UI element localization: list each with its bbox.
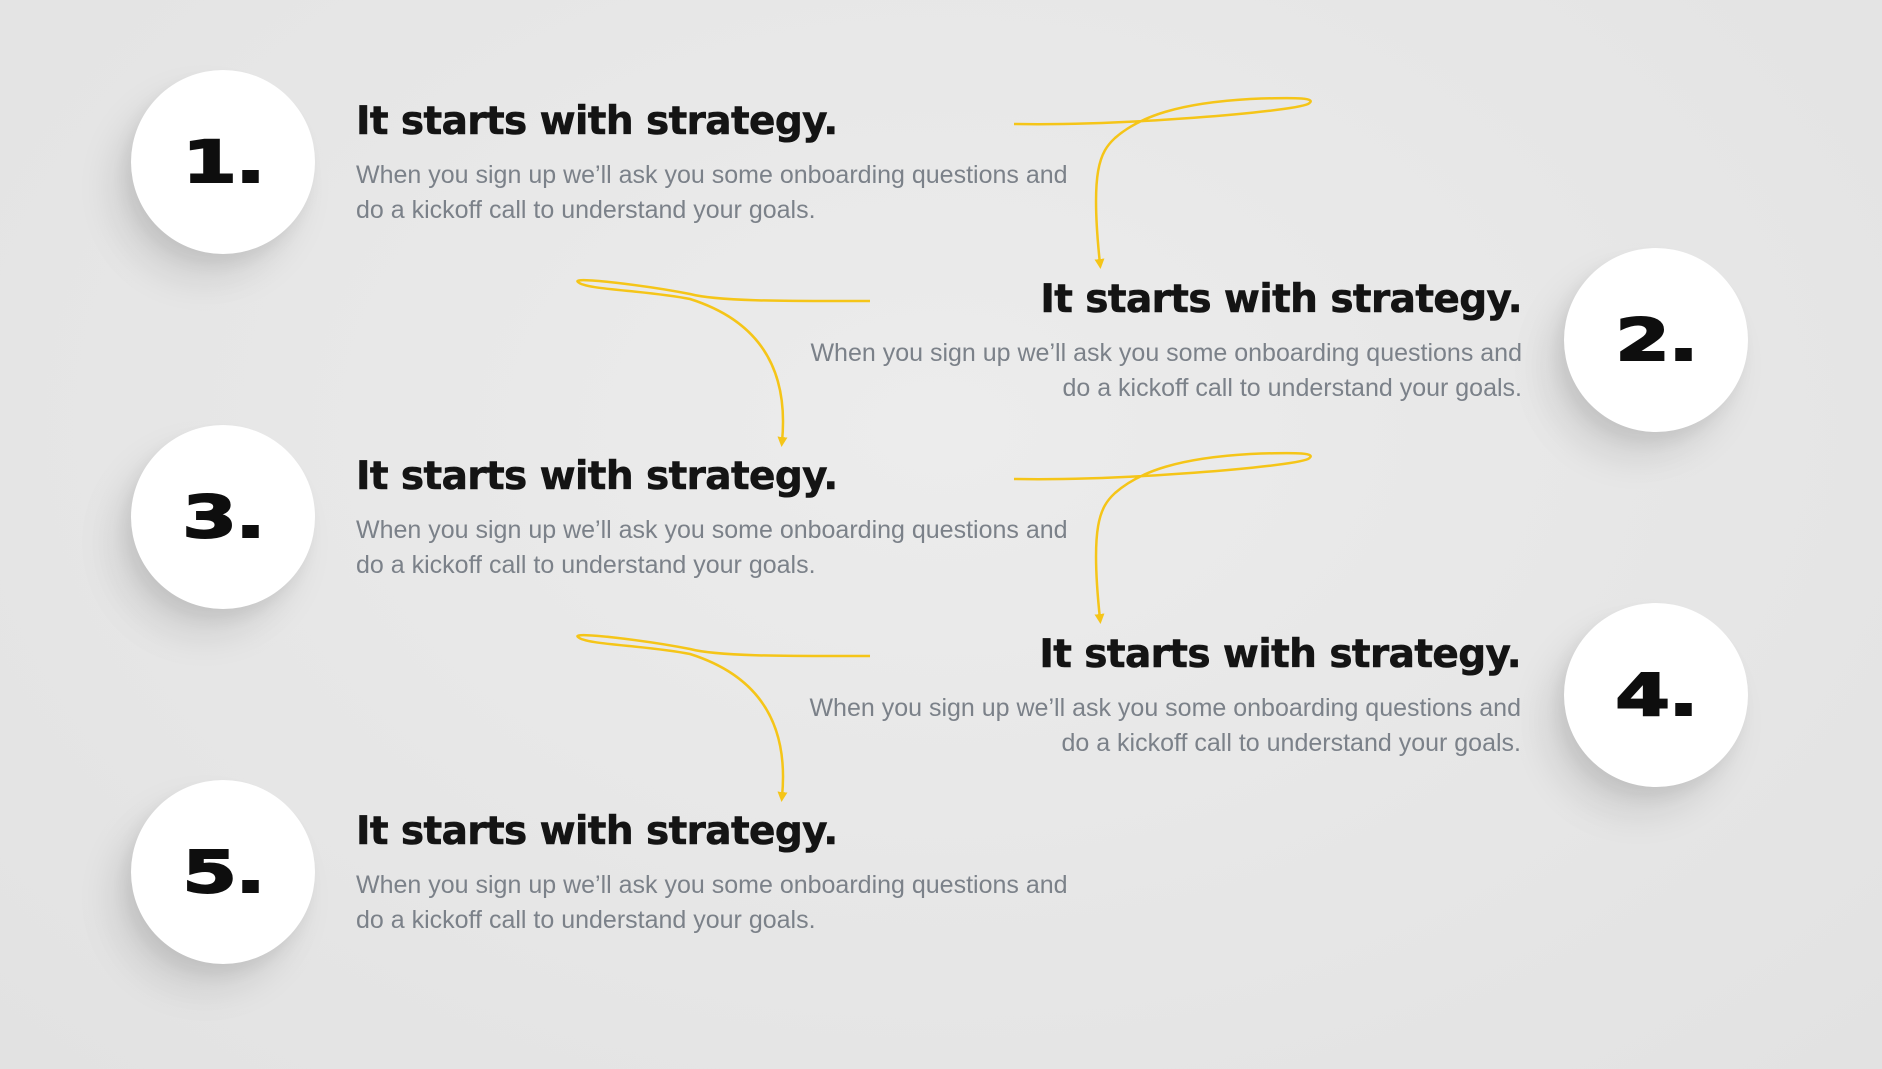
step-3-circle: 3. xyxy=(131,425,315,609)
step-4-circle: 4. xyxy=(1564,603,1748,787)
step-2-number: 2. xyxy=(1614,306,1700,374)
step-1-circle: 1. xyxy=(131,70,315,254)
step-4-description: When you sign up we’ll ask you some onbo… xyxy=(809,694,1521,757)
step-4-number: 4. xyxy=(1614,661,1700,729)
step-3-number: 3. xyxy=(181,483,267,551)
step-3: It starts with strategy. When you sign u… xyxy=(356,453,1076,583)
step-1-title: It starts with strategy. xyxy=(356,99,839,145)
step-2-circle: 2. xyxy=(1564,248,1748,432)
step-5-description: When you sign up we’ll ask you some onbo… xyxy=(356,871,1068,934)
step-1: It starts with strategy. When you sign u… xyxy=(356,98,1076,228)
step-4-title: It starts with strategy. xyxy=(1039,632,1522,678)
step-1-description: When you sign up we’ll ask you some onbo… xyxy=(356,161,1068,224)
step-2-title: It starts with strategy. xyxy=(1040,277,1523,323)
step-1-number: 1. xyxy=(181,128,267,196)
step-2-description: When you sign up we’ll ask you some onbo… xyxy=(810,339,1522,402)
step-4: It starts with strategy. When you sign u… xyxy=(801,631,1521,761)
step-5-number: 5. xyxy=(181,838,267,906)
step-5-circle: 5. xyxy=(131,780,315,964)
step-2: It starts with strategy. When you sign u… xyxy=(802,276,1522,406)
step-3-description: When you sign up we’ll ask you some onbo… xyxy=(356,516,1068,579)
step-3-title: It starts with strategy. xyxy=(356,454,839,500)
step-5-title: It starts with strategy. xyxy=(356,809,839,855)
step-5: It starts with strategy. When you sign u… xyxy=(356,808,1076,938)
